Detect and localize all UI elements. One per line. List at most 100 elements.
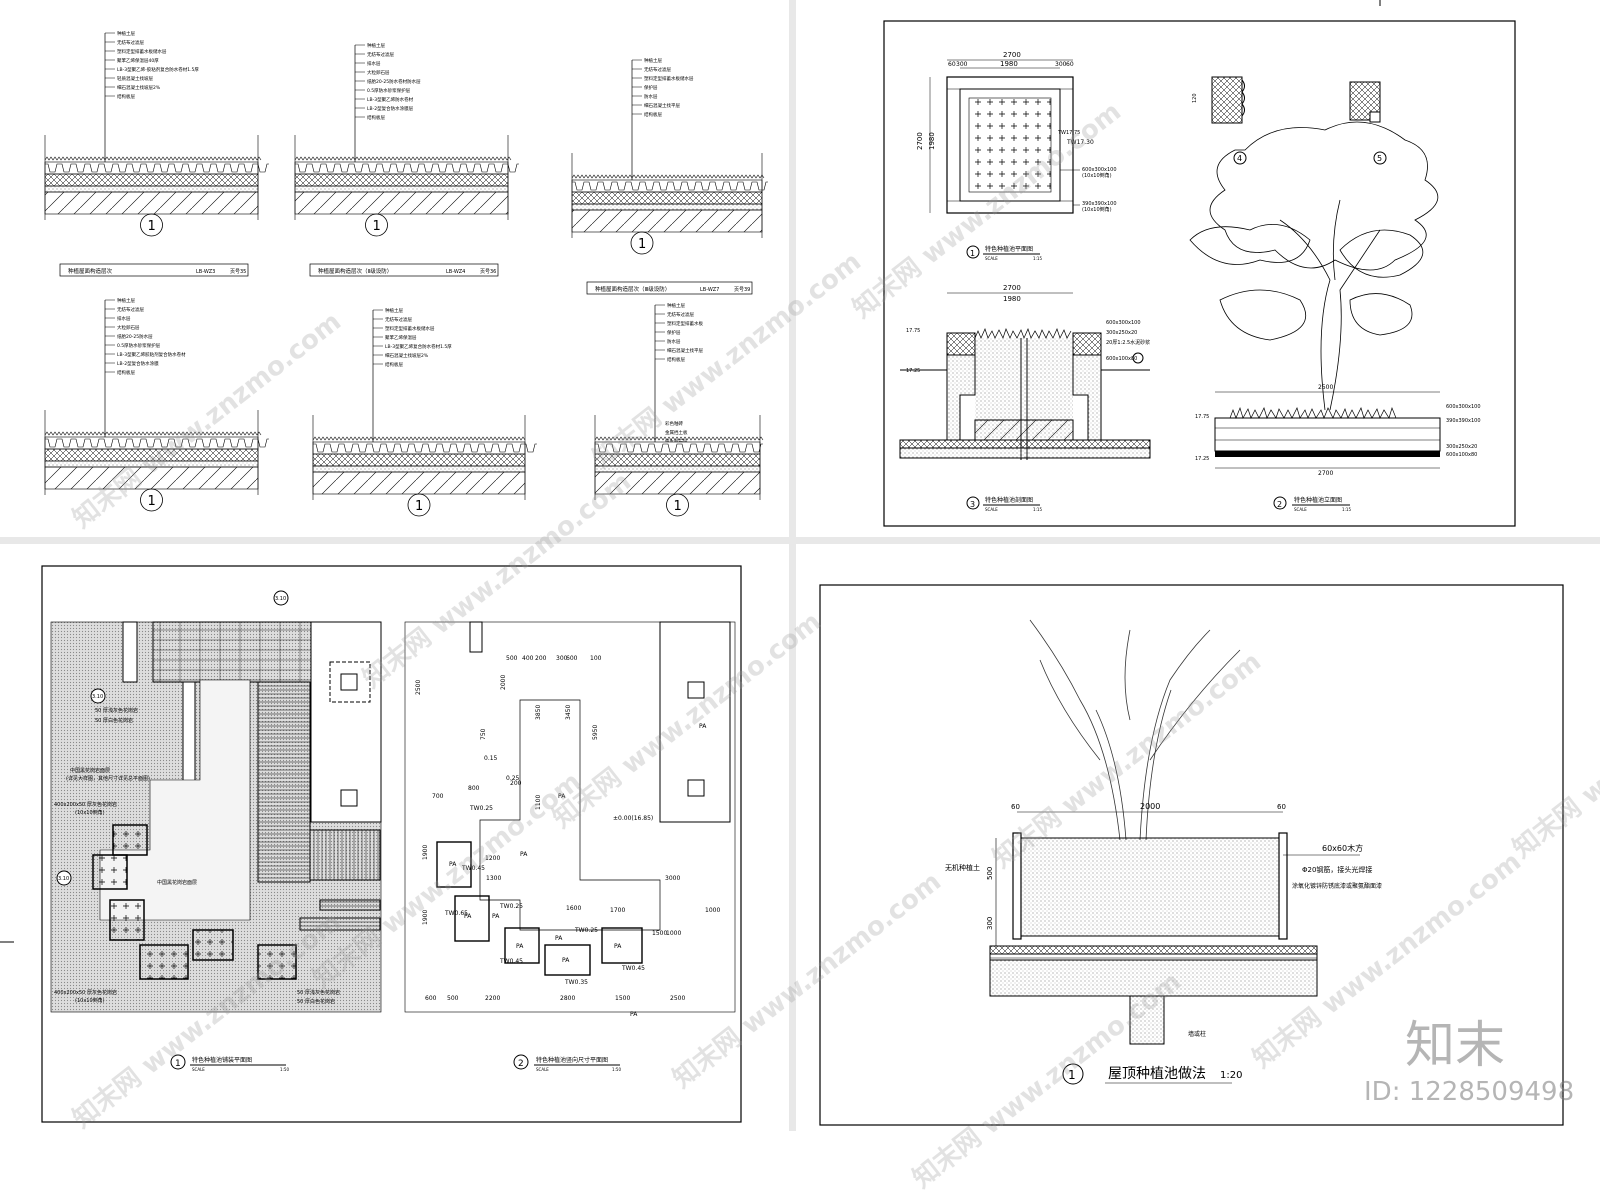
dimension-label: 3000 [665,875,680,882]
svg-text:PA: PA [492,913,500,920]
svg-text:50 厚白色花岗岩: 50 厚白色花岗岩 [95,717,133,724]
dimension-label: 1500 [652,930,667,937]
tw-label: TW17.30 [1066,139,1094,146]
dimension-label: 1900 [422,845,429,860]
svg-text:(10x10倒角): (10x10倒角) [1082,206,1112,213]
svg-text:2500: 2500 [1318,384,1333,391]
detail-4-5: 120 4 5 [1192,76,1387,165]
layer-label: 0.5厚防水砂浆保护层 [367,87,411,94]
layer-label: 细石混凝土找坡层2% [385,352,429,359]
svg-text:390x390x100: 390x390x100 [1082,201,1117,207]
layer-label: 大粒卵石层 [367,69,390,76]
detail-page: 页号36 [480,269,496,275]
dimension-label: 600 [566,655,578,662]
svg-text:600x300x100: 600x300x100 [1082,167,1117,173]
feature-planter-sheet: 2700 1980 60 300 300 60 2700 1980 TW17.3… [883,0,1516,527]
layer-label: 排水层 [117,315,131,322]
top-of-wall-label: TW0.25 [499,903,523,910]
svg-text:500: 500 [986,867,994,880]
layer-detail-6: 种植土层无纺布过滤层塑料定型排蓄水板保护层防水层细石混凝土找平层结构板层彩色釉砖… [594,302,764,517]
svg-text:2700: 2700 [1318,470,1333,477]
svg-text:60: 60 [1066,61,1074,68]
layer-label: LB-3型聚乙烯防水卷材 [367,96,414,103]
svg-text:60: 60 [1277,803,1286,811]
svg-text:无机种植土: 无机种植土 [945,863,980,872]
dimension-label: 1900 [422,910,429,925]
svg-text:390x390x100: 390x390x100 [1446,418,1481,424]
detail-code: LB-WZ4 [446,269,465,275]
svg-text:3.10: 3.10 [92,694,103,700]
svg-text:300: 300 [1055,61,1067,68]
sheet-frame [819,584,1564,1126]
paving-plans-sheet: 3.10 50 厚浅灰色花岗岩 50 厚白色花岗岩 中国黑花岗岩面层 (详见大样… [0,565,742,1123]
planter-elevation: 2500 2700 17.75 17.25 600x300x100 390x39… [1195,384,1481,512]
dimension-label: 0.25 [506,775,520,782]
svg-text:50 厚浅灰色花岗岩: 50 厚浅灰色花岗岩 [95,707,138,714]
svg-text:PA: PA [614,943,622,950]
dim-1980: 1980 [1000,60,1018,68]
svg-text:3.10: 3.10 [58,876,69,882]
top-of-wall-label: TW0.35 [564,979,588,986]
layer-label: 保护层 [667,329,681,336]
divider-v [789,0,796,1131]
divider-h [0,537,1600,544]
dimension-label: 100 [590,655,602,662]
layer-label: 细石混凝土找平层 [644,102,680,109]
layer-label: 防水层 [667,338,681,345]
svg-text:(详见大样图，其他尺寸详见总平面图): (详见大样图，其他尺寸详见总平面图) [66,775,150,782]
dimension-label: 3450 [565,705,572,720]
svg-text:中国黑花岗岩面层: 中国黑花岗岩面层 [70,767,110,774]
paving-plan: 3.10 50 厚浅灰色花岗岩 50 厚白色花岗岩 中国黑花岗岩面层 (详见大样… [50,590,382,1072]
dimension-label: 1300 [486,875,501,882]
svg-text:300: 300 [986,917,994,930]
layer-label: 聚苯乙烯保温层40厚 [117,57,159,64]
layer-label: 无纺布过滤层 [385,316,412,323]
dimension-label: 2000 [500,675,507,690]
svg-text:120: 120 [1192,93,1198,103]
layer-label: LB-2型复合防水涂膜层 [367,105,414,112]
top-of-wall-label: TW0.25 [469,805,493,812]
svg-text:PA: PA [464,913,472,920]
detail-title: 种植屋面构造层次 [68,267,113,275]
svg-text:±0.00(16.85): ±0.00(16.85) [613,815,653,822]
dim-2700: 2700 [1003,51,1021,59]
svg-text:SCALE: SCALE [985,256,998,261]
layer-label: 种植土层 [667,302,685,309]
svg-text:60: 60 [948,61,956,68]
detail-code: LB-WZ3 [196,269,215,275]
cad-drawing: 种植土层无纺布过滤层塑料定型排蓄水板储水层聚苯乙烯保温层40厚LB-3型聚乙烯-… [0,0,1600,1131]
svg-text:5: 5 [1377,154,1382,163]
paving-plan-title: 特色种植池铺装平面图 [192,1056,252,1064]
svg-text:2000: 2000 [1140,802,1160,811]
layer-label: 结构板层 [367,114,385,121]
layer-label: 0.5厚防水砂浆保护层 [117,342,161,349]
svg-text:17.75: 17.75 [1195,414,1209,420]
svg-text:17.25: 17.25 [906,368,920,374]
layer-label: 无纺布过滤层 [667,311,694,318]
detail-page: 页号35 [230,269,246,275]
dimension-label: 1100 [535,795,542,810]
top-of-wall-label: TW0.45 [621,965,645,972]
dimension-label: 5950 [592,725,599,740]
dimension-label: 2500 [670,995,685,1002]
layer-label: 结构板层 [117,93,135,100]
layer-label: 排水卵石层 [665,438,688,445]
svg-text:1980: 1980 [1003,295,1021,303]
detail-title: 种植屋面构造层次（Ⅲ级设防） [595,285,670,293]
svg-text:50 厚浅灰色花岗岩: 50 厚浅灰色花岗岩 [297,989,340,996]
detail-number: 1 [148,494,156,509]
svg-text:60x60木方: 60x60木方 [1322,843,1363,853]
svg-text:1:50: 1:50 [280,1067,289,1072]
svg-text:SCALE: SCALE [985,507,998,512]
layer-label: LB-3型聚乙烯胶粘剂复合防水卷材 [117,351,186,358]
detail-number: 1 [638,237,646,252]
svg-text:60: 60 [1011,803,1020,811]
layer-label: 无纺布过滤层 [367,51,394,58]
layer-label: 聚苯乙烯保温层 [385,334,417,341]
svg-text:(10x10倒角): (10x10倒角) [1082,172,1112,179]
svg-text:PA: PA [555,935,563,942]
svg-text:400x200x50 厚灰色花岗岩: 400x200x50 厚灰色花岗岩 [54,989,117,996]
svg-text:PA: PA [520,851,528,858]
svg-text:300: 300 [956,61,968,68]
